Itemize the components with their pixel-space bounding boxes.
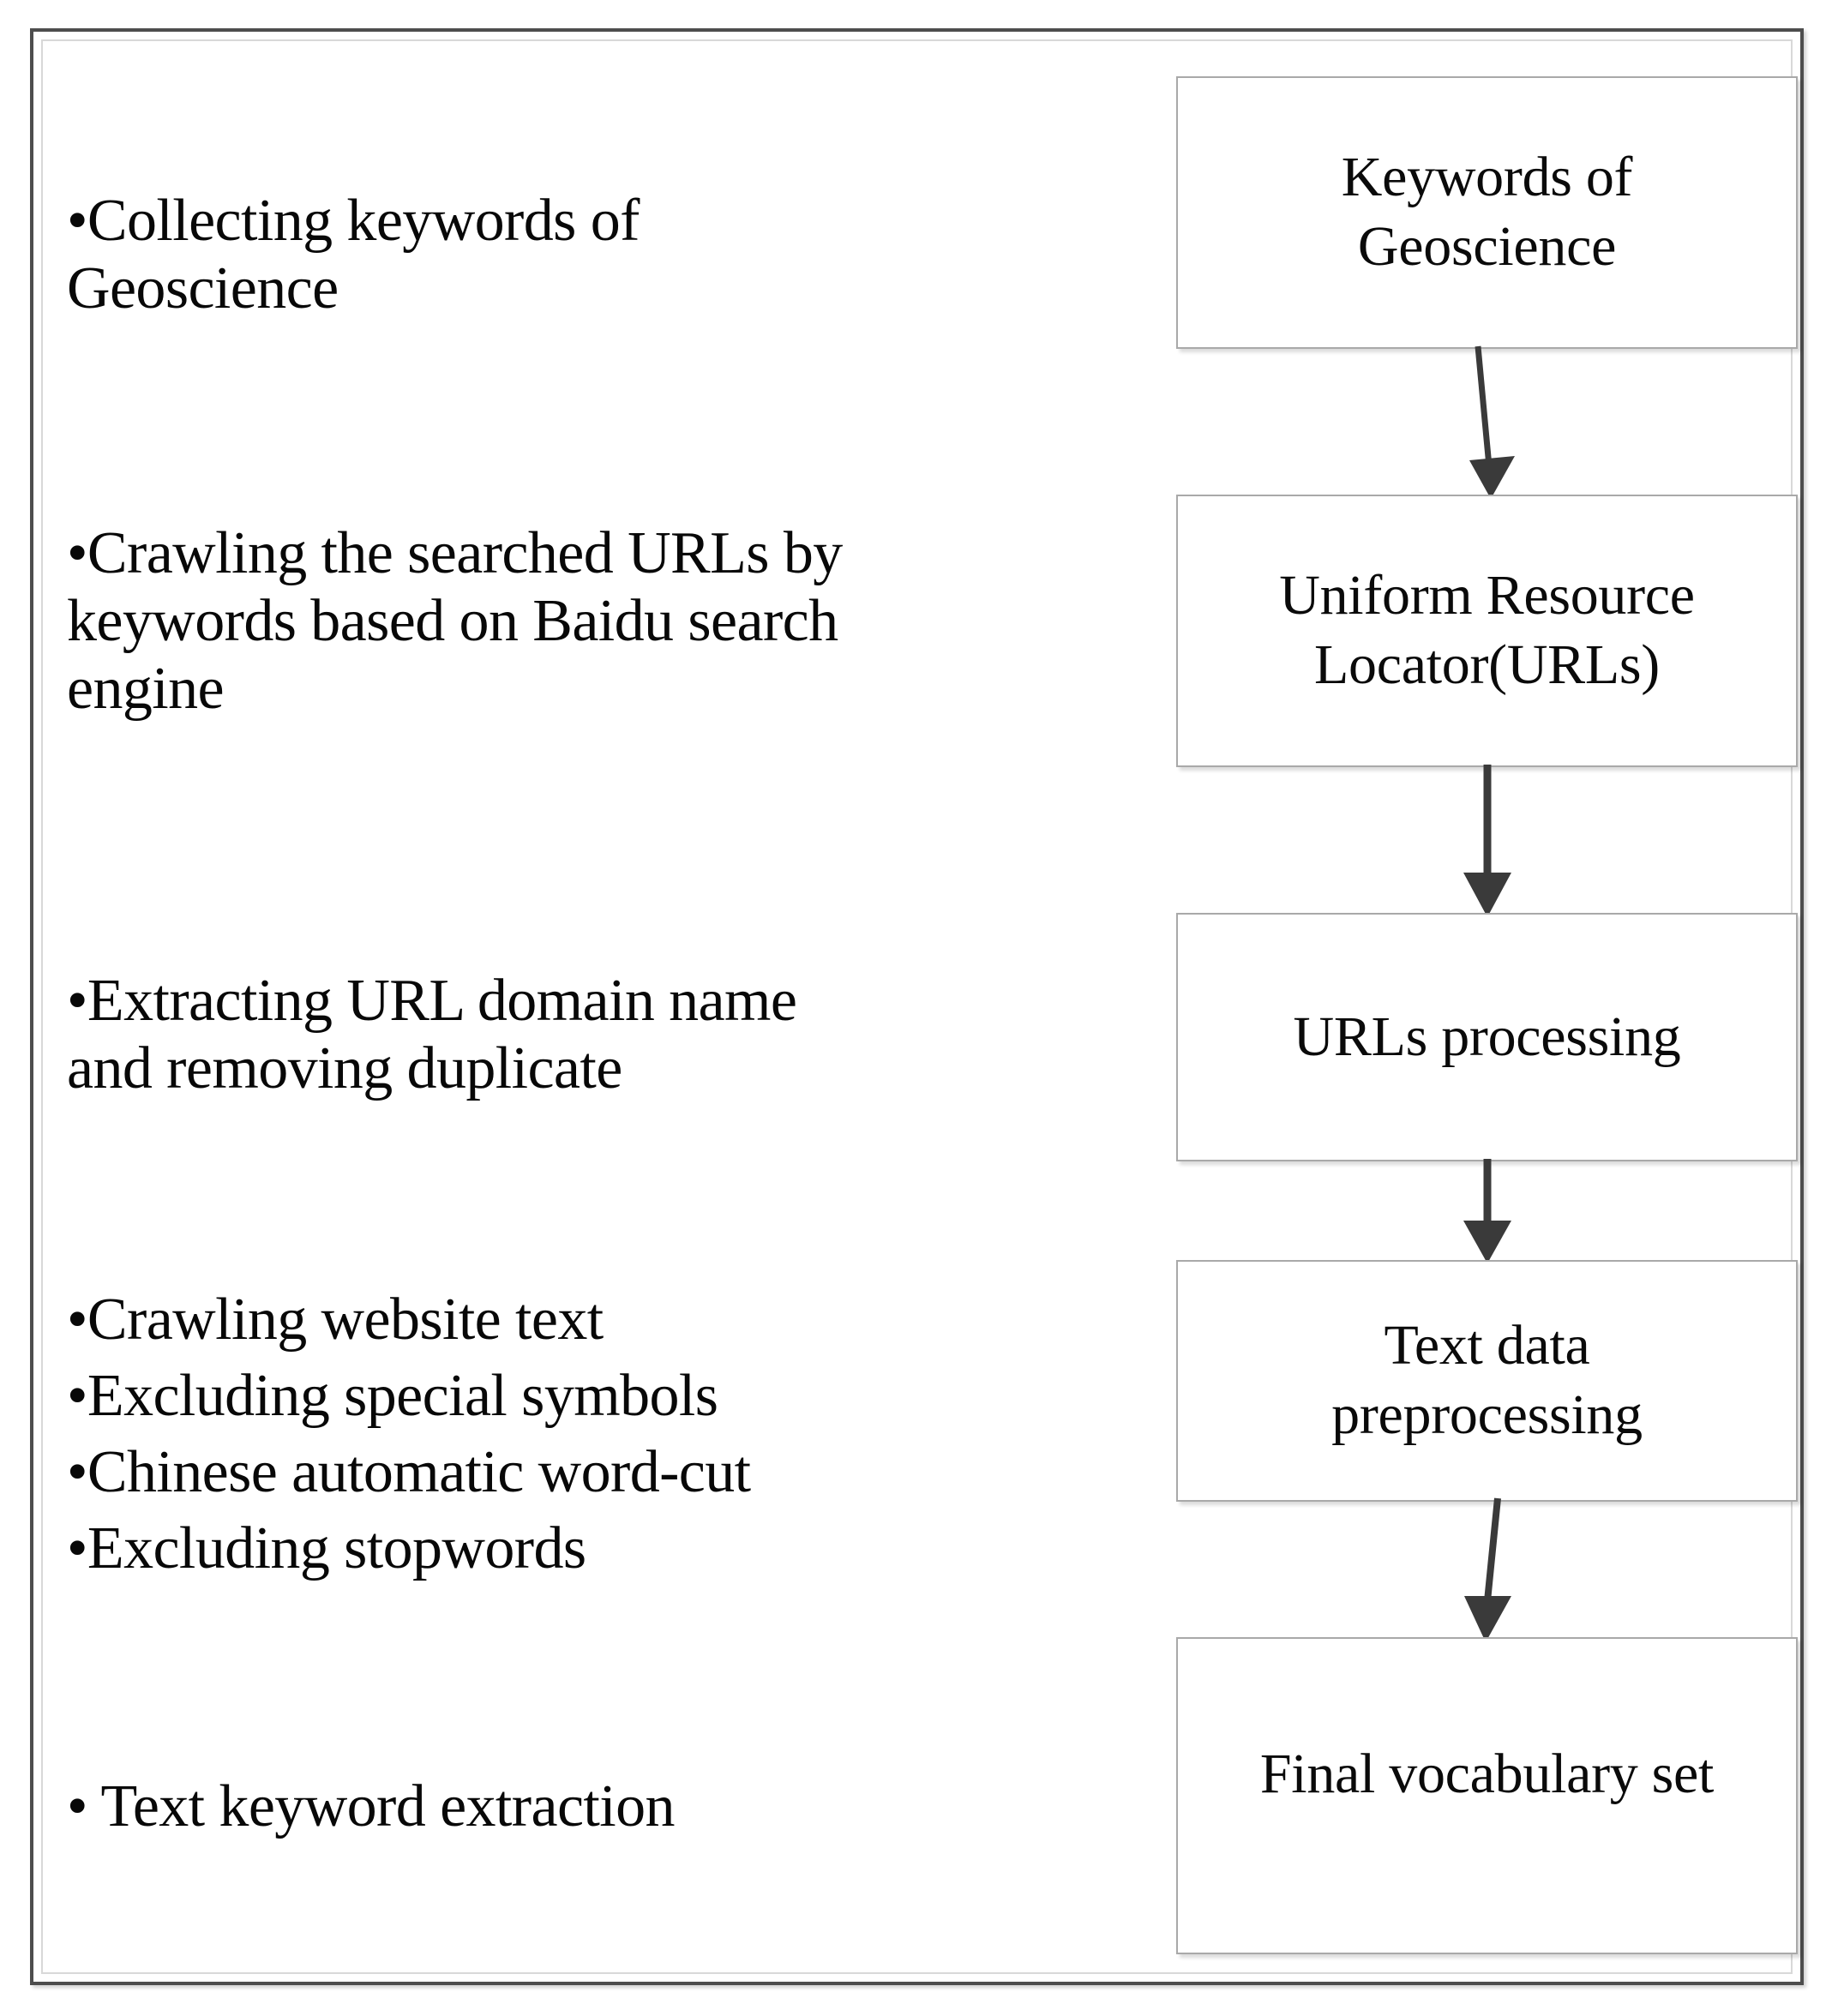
process-step-3: •Extracting URL domain name and removing…	[67, 967, 1070, 1102]
flow-arrow-4	[1144, 1497, 1822, 1642]
flow-node-5-label: Final vocabulary set	[1259, 1743, 1715, 1805]
flow-node-uniform-resource-locator: Uniform Resource Locator(URLs)	[1176, 495, 1798, 767]
arrow-down-icon	[1463, 1159, 1511, 1263]
step-4-bullet-1: •Crawling website text	[67, 1287, 604, 1353]
step-5-bullet-1: • Text keyword extraction	[67, 1773, 676, 1839]
step-4-bullet-4: •Excluding stopwords	[67, 1515, 586, 1581]
flow-node-3-label: URLs processing	[1293, 1005, 1681, 1068]
flow-nodes-column: Keywords of Geoscience Uniform Resource …	[1144, 41, 1822, 1972]
flow-arrow-1	[1144, 345, 1822, 499]
process-step-5: • Text keyword extraction	[67, 1773, 1070, 1840]
step-2-bullet-1: •Crawling the searched URLs by keywords …	[67, 520, 843, 723]
arrow-down-icon	[1464, 1497, 1511, 1642]
arrow-down-icon	[1469, 345, 1515, 499]
step-1-bullet-1: •Collecting keywords of Geoscience	[67, 188, 640, 322]
process-steps-column: •Collecting keywords of Geoscience •Craw…	[67, 41, 1078, 1972]
figure-inner-border: •Collecting keywords of Geoscience •Craw…	[41, 39, 1798, 1974]
process-step-2: •Crawling the searched URLs by keywords …	[67, 519, 1070, 723]
flow-arrow-2	[1144, 765, 1822, 917]
flow-node-1-label: Keywords of Geoscience	[1341, 146, 1633, 278]
step-4-bullet-2: •Excluding special symbols	[67, 1362, 718, 1429]
step-4-bullet-3: •Chinese automatic word-cut	[67, 1438, 751, 1505]
figure-outer-border: •Collecting keywords of Geoscience •Craw…	[30, 28, 1804, 1985]
arrow-down-icon	[1463, 765, 1511, 917]
flow-node-urls-processing: URLs processing	[1176, 913, 1798, 1161]
step-3-bullet-1: •Extracting URL domain name and removing…	[67, 968, 797, 1102]
flow-node-final-vocabulary-set: Final vocabulary set	[1176, 1637, 1798, 1954]
flow-node-keywords-of-geoscience: Keywords of Geoscience	[1176, 76, 1798, 349]
process-step-4: •Crawling website text •Excluding specia…	[67, 1282, 1070, 1587]
flow-node-2-label: Uniform Resource Locator(URLs)	[1279, 564, 1695, 696]
flow-node-4-label: Text data preprocessing	[1331, 1314, 1643, 1446]
process-step-1: •Collecting keywords of Geoscience	[67, 187, 1070, 322]
flow-node-text-data-preprocessing: Text data preprocessing	[1176, 1260, 1798, 1502]
flow-arrow-3	[1144, 1159, 1822, 1263]
